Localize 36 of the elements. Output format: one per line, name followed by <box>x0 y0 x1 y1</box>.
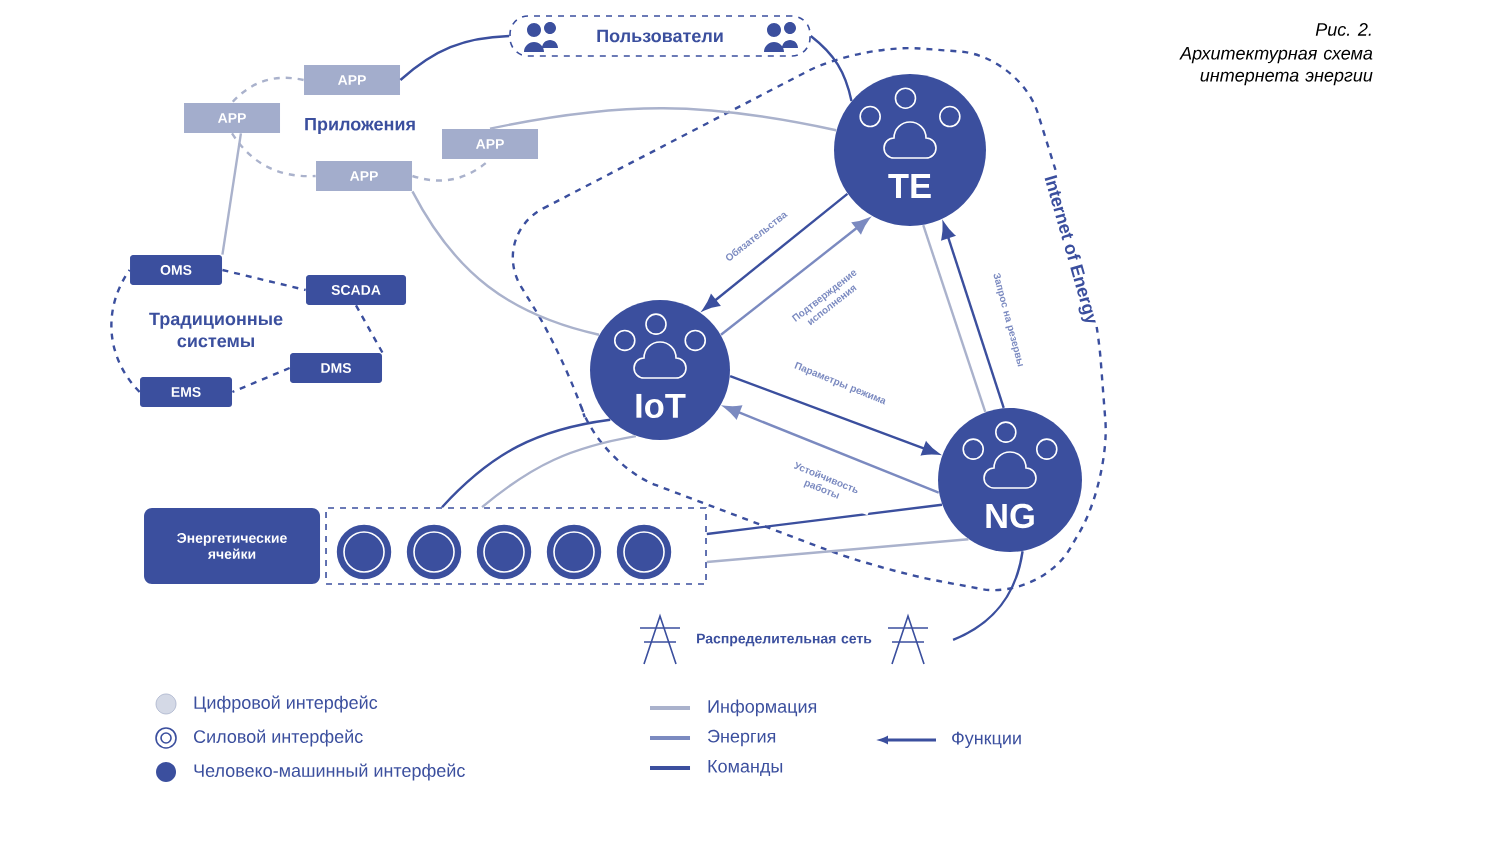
legend-text: Человеко-машинный интерфейс <box>194 763 465 781</box>
connector <box>110 269 141 393</box>
connector <box>706 503 943 536</box>
figure-number: Рис. 2. <box>1315 23 1371 36</box>
connector <box>221 133 243 255</box>
connector <box>222 268 306 292</box>
connector <box>952 551 1024 642</box>
connector <box>922 224 987 413</box>
legend-text: Команды <box>708 760 783 776</box>
connector <box>231 76 304 104</box>
connector <box>231 132 316 178</box>
figure-caption: Архитектурная схема интернета энергии <box>1179 47 1373 86</box>
connector <box>354 304 384 354</box>
connector <box>441 418 611 509</box>
users-band: Пользователи <box>509 15 811 57</box>
boundary-label: Internet of Energy <box>1035 168 1105 332</box>
connector <box>702 192 849 311</box>
connector <box>231 366 291 394</box>
legend-text: Силовой интерфейс <box>194 729 363 747</box>
connector <box>941 222 1005 409</box>
connector <box>729 375 939 456</box>
legend-text: Энергия <box>708 729 776 747</box>
connector <box>720 217 870 336</box>
legend-text: Цифровой интерфейс <box>194 695 378 713</box>
connector <box>399 34 510 81</box>
group-label: Приложения <box>305 117 415 135</box>
connector <box>412 158 491 182</box>
connector <box>724 405 940 494</box>
group-label: Традиционные системы <box>149 312 283 348</box>
connector <box>489 107 837 132</box>
connector <box>481 434 637 509</box>
legend-text: Функции <box>952 731 1021 749</box>
connector <box>411 190 600 336</box>
connector <box>810 35 853 102</box>
legend-text: Информация <box>708 699 817 717</box>
connector <box>706 538 969 564</box>
